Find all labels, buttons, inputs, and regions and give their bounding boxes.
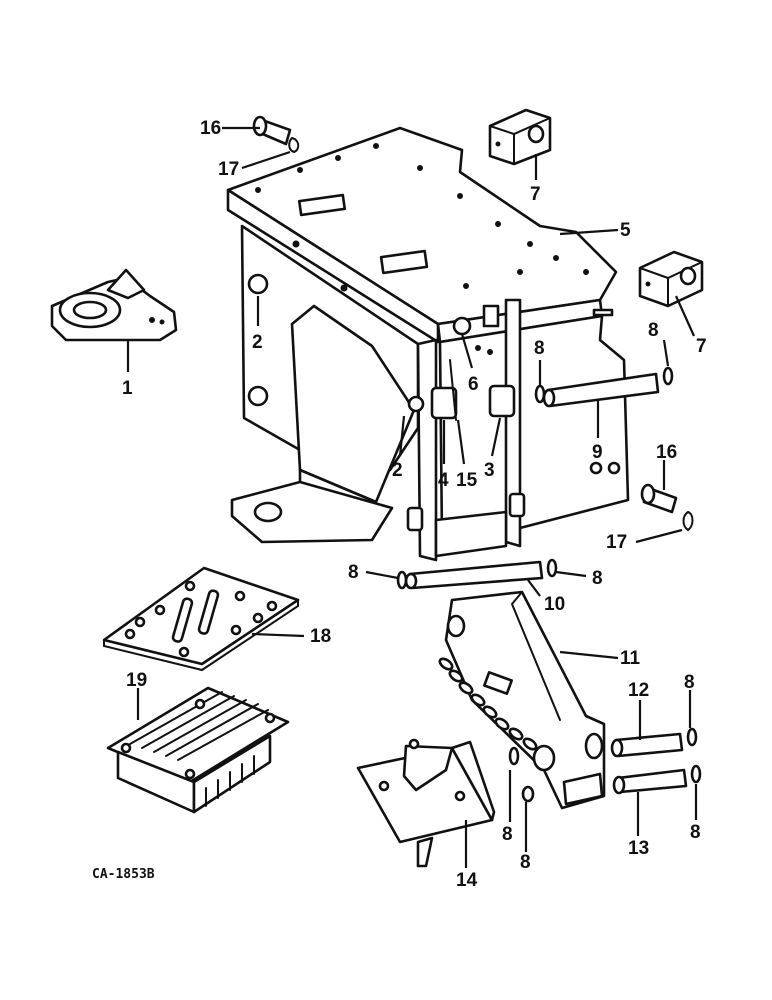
pin-13: [612, 768, 688, 795]
callout-7-upper: 7: [530, 184, 541, 205]
callout-8-right-upper: 8: [648, 320, 659, 341]
callout-8-far-right-lower: 8: [690, 822, 701, 843]
callout-17-upper: 17: [218, 159, 239, 180]
callout-2-upper: 2: [252, 332, 263, 353]
callout-1: 1: [122, 378, 133, 399]
callout-19: 19: [126, 670, 147, 691]
washers: [396, 366, 702, 803]
callout-17-lower: 17: [606, 532, 627, 553]
block-19: [106, 686, 290, 814]
callout-8-far-right-upper: 8: [684, 672, 695, 693]
callout-3: 3: [484, 460, 495, 481]
callout-8-left-pin: 8: [348, 562, 359, 583]
callout-labels: 16 17 7 5 7 8 1 2 8 6 9 2 4 15 3 16 17 8…: [122, 118, 707, 891]
pin-lower: [640, 483, 694, 532]
callout-18: 18: [310, 626, 331, 647]
block-lower: [638, 250, 704, 308]
callout-8-chain-left: 8: [502, 824, 513, 845]
callout-16-upper: 16: [200, 118, 221, 139]
drawing-code: CA-1853B: [92, 867, 155, 882]
main-frame-housing: [226, 126, 630, 562]
pin-12: [610, 732, 684, 758]
callout-8-center: 8: [534, 338, 545, 359]
callout-13: 13: [628, 838, 649, 859]
callout-7-lower: 7: [696, 336, 707, 357]
callout-5: 5: [620, 220, 631, 241]
callout-14: 14: [456, 870, 478, 891]
block-upper: [488, 108, 552, 166]
callout-12: 12: [628, 680, 649, 701]
callout-15: 15: [456, 470, 478, 491]
plate-18: [102, 566, 300, 672]
bracket-14: [356, 738, 496, 868]
callout-4: 4: [438, 470, 449, 491]
leader-lines: [126, 126, 698, 868]
callout-9: 9: [592, 442, 603, 463]
pin-9: [542, 372, 660, 408]
swing-casting: [50, 268, 178, 342]
pin-upper: [252, 115, 300, 154]
drawbar-arm-11: [438, 590, 606, 810]
callout-6: 6: [468, 374, 479, 395]
callout-11: 11: [620, 648, 641, 669]
pin-10: [404, 560, 544, 590]
callout-8-right-pin: 8: [592, 568, 603, 589]
callout-10: 10: [544, 594, 565, 615]
callout-16-lower: 16: [656, 442, 677, 463]
callout-2-lower: 2: [392, 460, 403, 481]
callout-8-chain-right: 8: [520, 852, 531, 873]
